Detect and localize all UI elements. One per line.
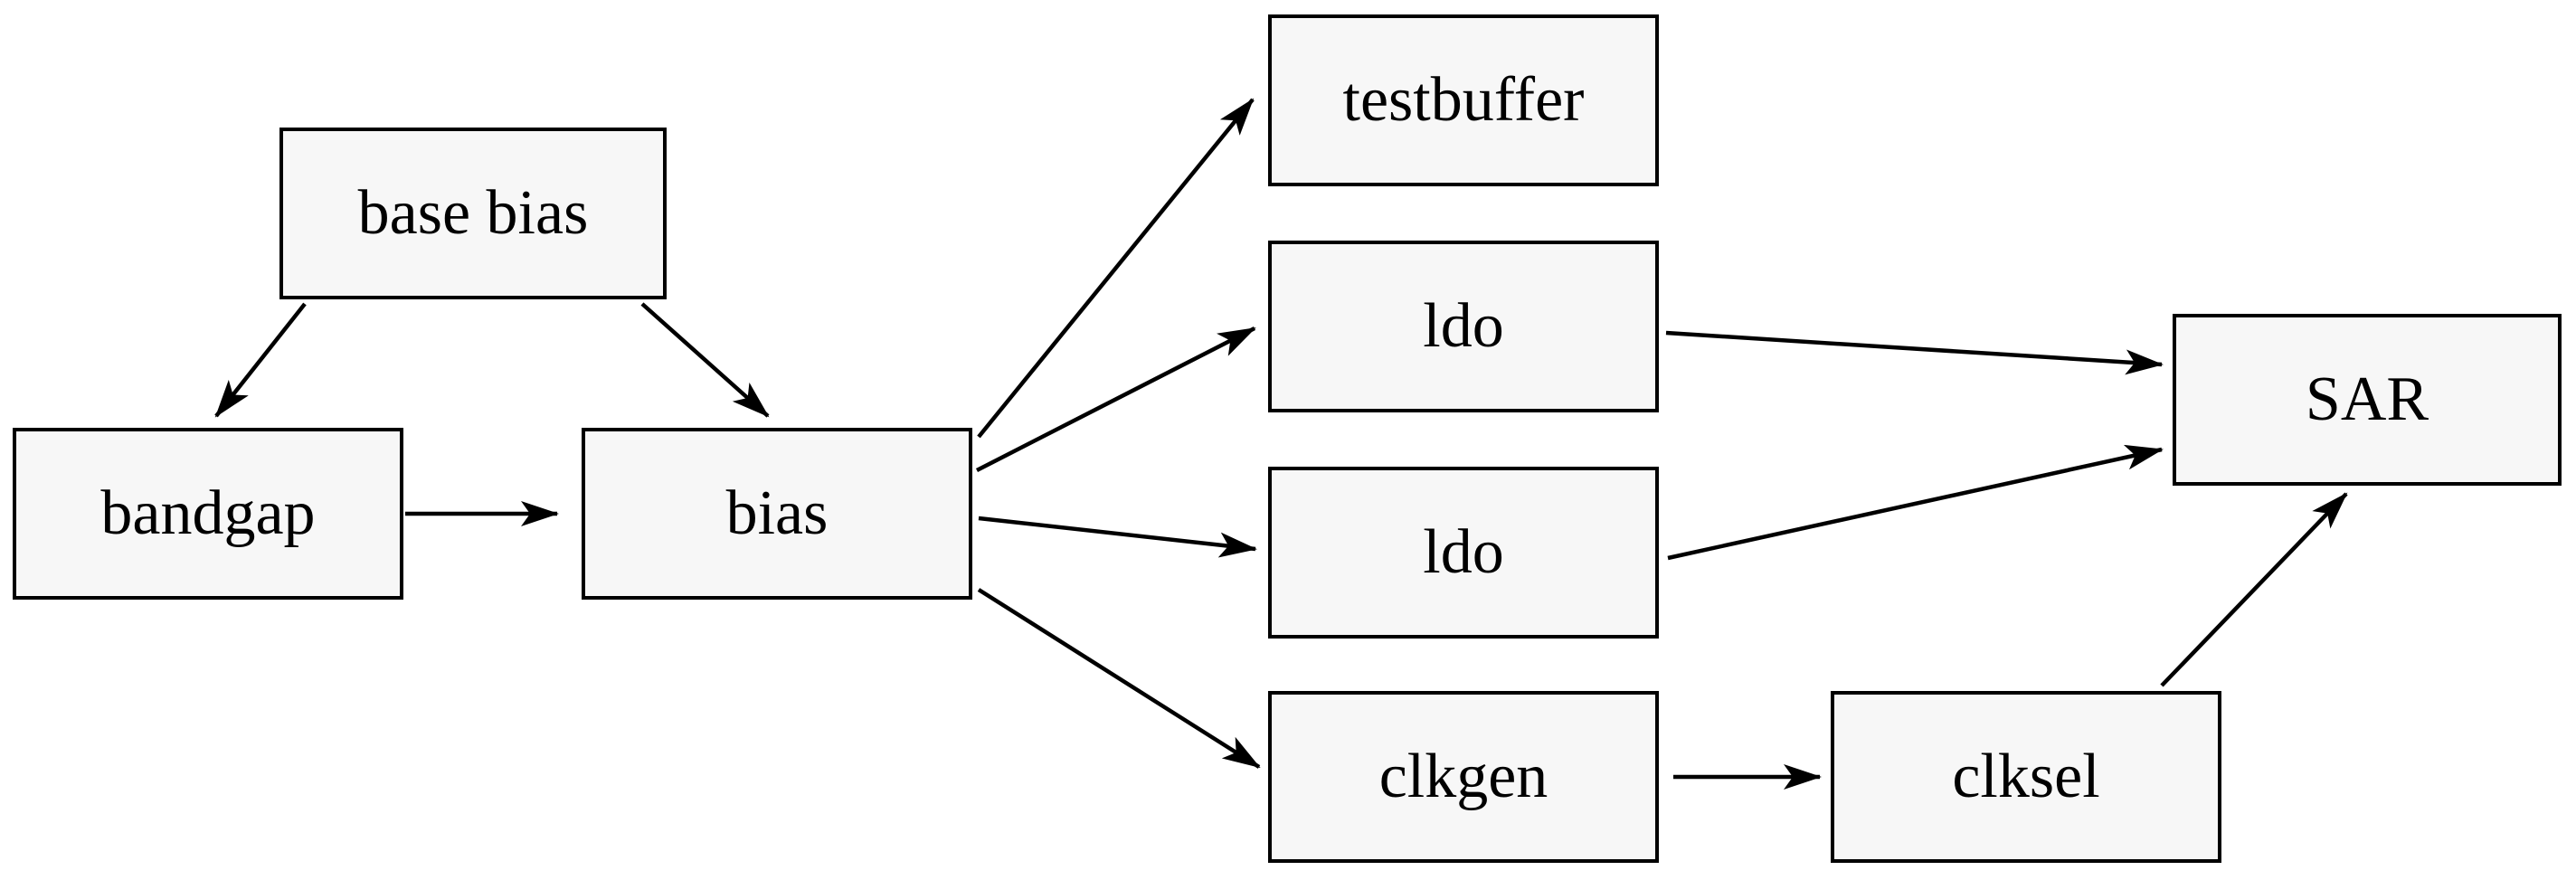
edge-ldo_bottom-to-sar-arrow <box>1667 444 2164 561</box>
edge-bias-to-testbuffer-arrow <box>977 98 1255 439</box>
node-clksel: clksel <box>1831 691 2221 863</box>
node-bandgap: bandgap <box>13 428 403 600</box>
edge-base_bias-to-bias-arrow <box>640 302 770 418</box>
node-clkgen: clkgen <box>1268 691 1659 863</box>
node-ldo-bottom: ldo <box>1268 467 1659 639</box>
edge-ldo_top-to-sar-arrow <box>1665 330 2164 375</box>
edge-clksel-to-sar-arrow <box>2160 492 2348 687</box>
edge-base_bias-to-bandgap-arrow <box>214 302 307 418</box>
node-sar: SAR <box>2173 314 2562 486</box>
node-bias: bias <box>582 428 972 600</box>
edge-bias-to-ldo_bottom-arrow <box>978 516 1257 558</box>
edge-bias-to-ldo_top-arrow <box>975 326 1256 473</box>
node-ldo-top: ldo <box>1268 241 1659 412</box>
edge-bias-to-clkgen-arrow <box>977 588 1261 769</box>
node-base-bias: base bias <box>279 128 667 299</box>
node-testbuffer: testbuffer <box>1268 14 1659 186</box>
